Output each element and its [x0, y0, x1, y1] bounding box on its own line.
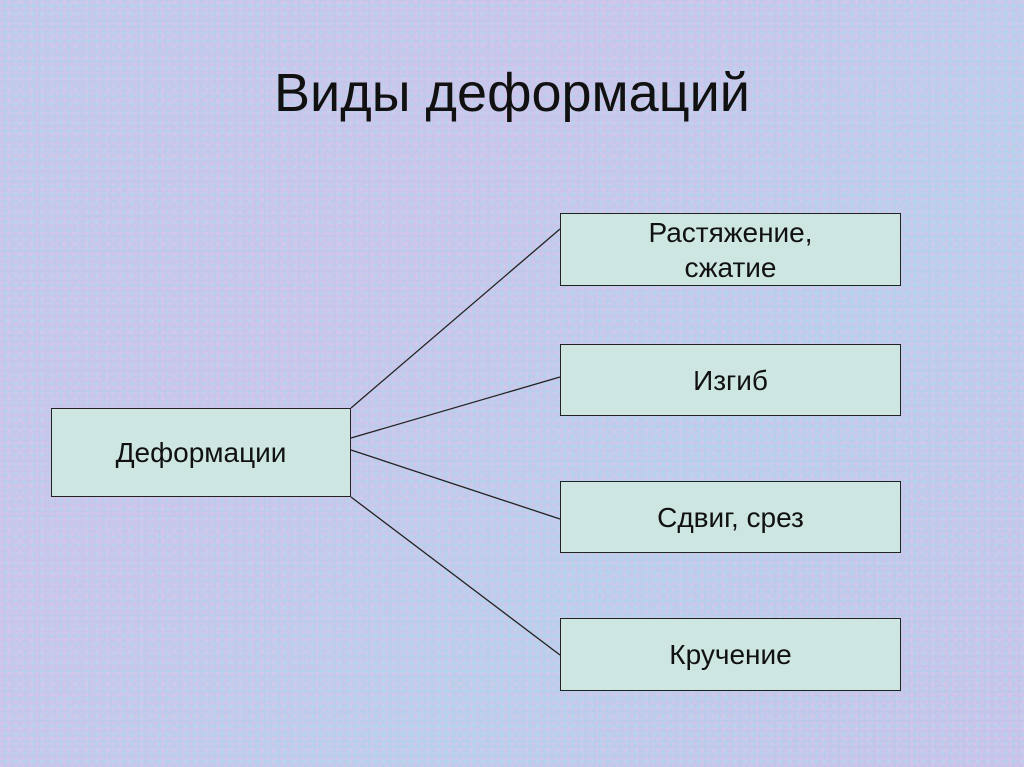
slide-title: Виды деформаций [274, 63, 750, 123]
root-node-label: Деформации [115, 437, 287, 468]
connector-line-shear [350, 449, 561, 520]
node-label-line1: Растяжение, [648, 216, 813, 248]
node-label-line2: сжатие [684, 251, 777, 283]
node-tension-compression: Растяжение, сжатие [560, 213, 901, 286]
connector-line-bending [350, 376, 561, 439]
root-node-deformations: Деформации [51, 408, 351, 497]
node-bending: Изгиб [560, 344, 901, 416]
connector-line-torsion [350, 496, 561, 656]
node-shear: Сдвиг, срез [560, 481, 901, 553]
node-torsion: Кручение [560, 618, 901, 691]
connector-line-tension [350, 228, 561, 409]
node-label: Изгиб [693, 364, 768, 396]
node-label: Сдвиг, срез [657, 501, 804, 533]
node-label: Кручение [669, 639, 792, 670]
